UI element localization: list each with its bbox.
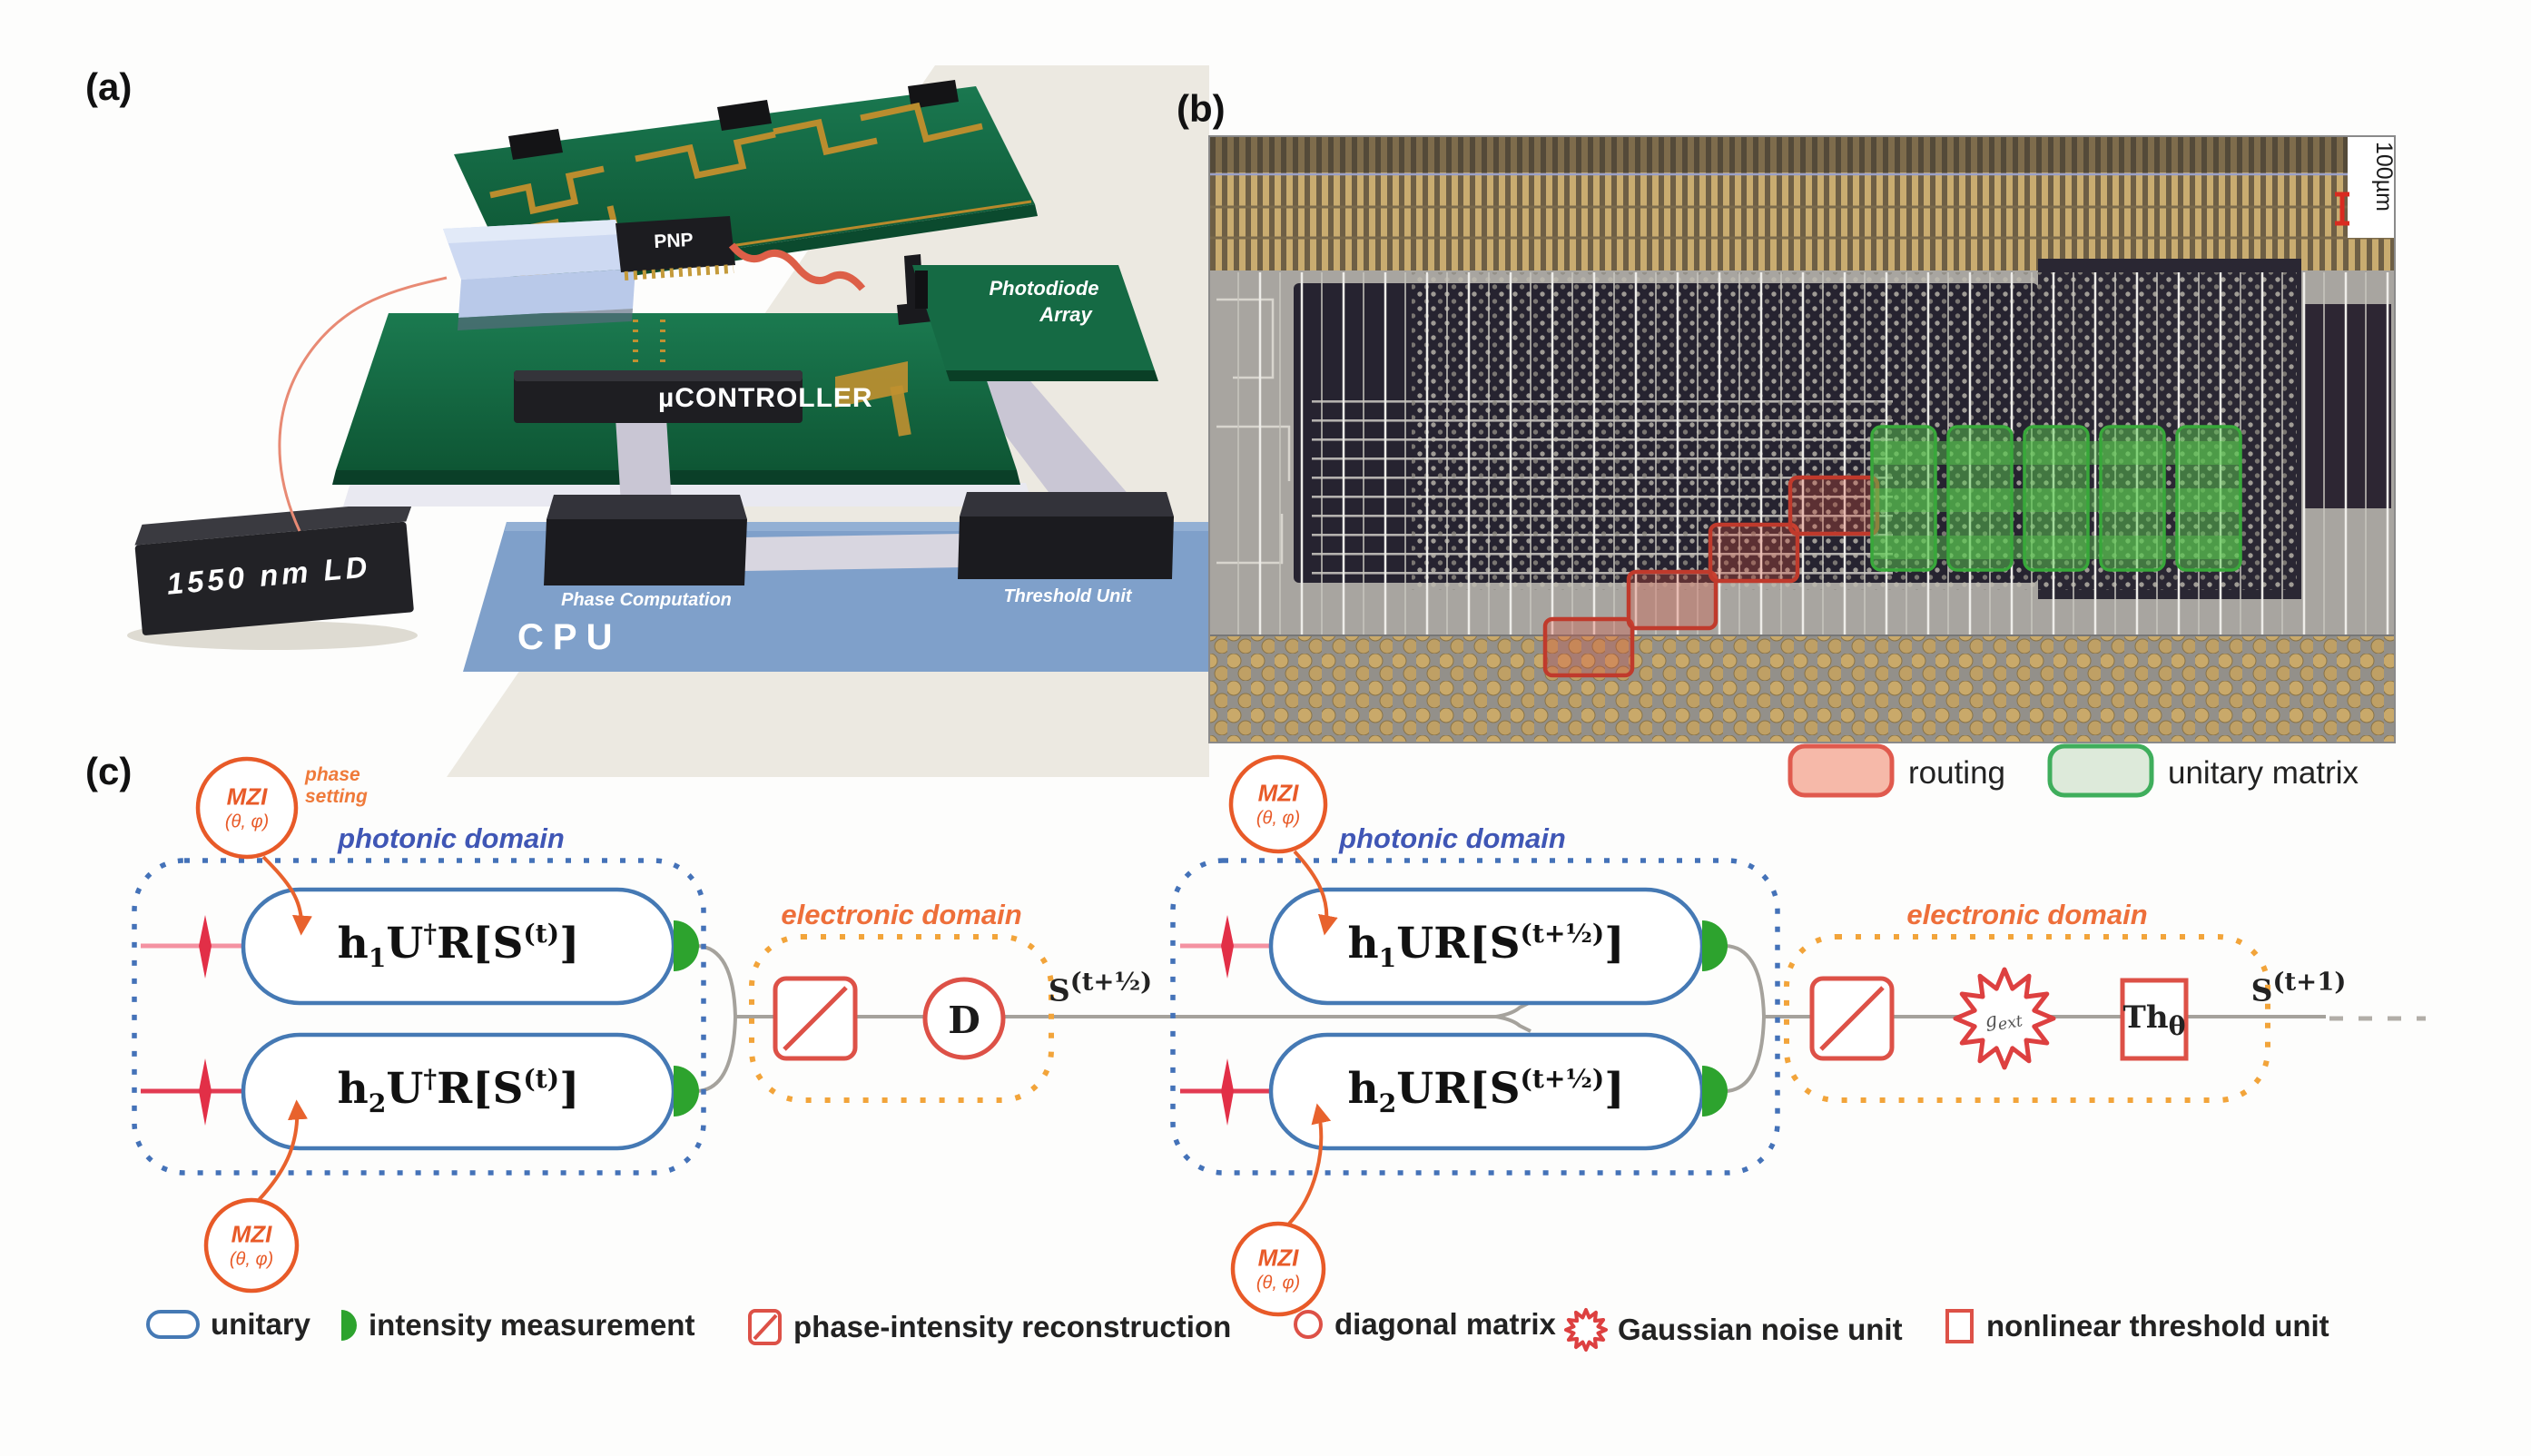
unitary-matrix-swatch: [2047, 743, 2154, 798]
pnp-label-bar: [616, 216, 735, 280]
legend-item-intensity-measurement: intensity measurement: [338, 1307, 694, 1343]
intensity-measurement-icon: [341, 1310, 357, 1341]
photonic-domain-label-1: photonic domain: [338, 822, 565, 854]
legend-item-unitary: unitary: [145, 1307, 310, 1342]
legend-item-phase-intensity-reconstruction: phase-intensity reconstruction: [746, 1307, 1231, 1347]
signal-mid-label: S(t+½): [1048, 967, 1153, 1008]
scale-bar-label: 100µm: [2371, 142, 2397, 212]
phase-setting-label-line1: phase: [305, 764, 360, 785]
panel-b-micrograph: [1208, 135, 2396, 798]
unitary-icon: [146, 1310, 200, 1339]
gaussian-noise-icon: [1564, 1308, 1608, 1352]
diagonal-matrix-unit: [922, 977, 1006, 1060]
panel-a-label: (a): [85, 65, 133, 108]
mzi-circle-2: [203, 1197, 300, 1294]
legend-unitary-matrix: unitary matrix: [2168, 755, 2359, 792]
mzi-arrows: [257, 850, 1338, 1225]
mzi-label-1a: MZI: [226, 782, 268, 811]
unitary-matrix-highlight: [1870, 425, 2242, 572]
photonic-chip: [443, 220, 635, 330]
mzi-label-2b: (θ, φ): [229, 1249, 274, 1270]
routing-swatch: [1787, 743, 1895, 798]
photonic-domain-box-2: [1170, 858, 1780, 1176]
photonic-domain-box-1: [132, 858, 706, 1176]
laser-diode-box: [134, 500, 414, 635]
photonic-domain-label-2: photonic domain: [1339, 822, 1566, 854]
bond-pads-bottom: [1209, 635, 2395, 743]
legend-routing: routing: [1908, 755, 2005, 792]
phase-computation-box: [544, 495, 747, 585]
electronic-domain-label-1: electronic domain: [781, 899, 1022, 930]
threshold-unit-box: [958, 492, 1174, 579]
mzi-label-4b: (θ, φ): [1256, 1273, 1301, 1294]
legend-label: nonlinear threshold unit: [1986, 1309, 2329, 1343]
pnp-label: PNP: [653, 229, 694, 253]
legend-item-gaussian-noise: Gaussian noise unit: [1563, 1307, 1903, 1353]
panel-c-label: (c): [85, 750, 133, 792]
threshold-unit-label: Threshold Unit: [1003, 586, 1132, 606]
legend-label: intensity measurement: [369, 1308, 695, 1342]
phase-intensity-reconstruction-icon: [748, 1309, 782, 1345]
optical-inputs: [141, 915, 1271, 1126]
legend-item-diagonal-matrix: diagonal matrix: [1291, 1307, 1556, 1342]
mzi-label-1b: (θ, φ): [224, 812, 270, 832]
panel-b-label: (b): [1177, 87, 1226, 130]
scale-bar: [2335, 192, 2349, 226]
threshold-box-label: Thθ: [2122, 999, 2186, 1041]
phase-computation-label: Phase Computation: [561, 590, 732, 610]
panel-c-schematic: [132, 754, 2426, 1317]
legend-unitary-matrix-label: unitary matrix: [2168, 755, 2359, 791]
legend-label: diagonal matrix: [1334, 1307, 1556, 1341]
unitary-block-4-label: h2UR[S(t+½)]: [1347, 1063, 1625, 1119]
panel-a-illustration: [127, 65, 1266, 777]
unitary-block-3-label: h1UR[S(t+½)]: [1347, 918, 1625, 974]
legend-routing-label: routing: [1908, 755, 2006, 791]
optical-fiber: [278, 276, 448, 532]
mzi-label-2a: MZI: [231, 1220, 272, 1248]
legend-label: unitary: [211, 1307, 311, 1341]
electronic-domain-box-2: [1784, 934, 2270, 1103]
unitary-block-2-label: h2U†R[S(t)]: [337, 1063, 580, 1119]
diagonal-matrix-icon: [1294, 1310, 1323, 1339]
unitary-block-1-label: h1U†R[S(t)]: [337, 918, 580, 974]
nonlinear-threshold-unit: [2120, 978, 2189, 1061]
legend-label: phase-intensity reconstruction: [793, 1310, 1232, 1343]
routing-highlight: [1542, 475, 1880, 678]
legend-item-nonlinear-threshold: nonlinear threshold unit: [1943, 1307, 2329, 1345]
photodiode-label-line1: Photodiode: [989, 277, 1099, 300]
phase-setting-label-line2: setting: [305, 786, 368, 807]
electronic-domain-label-2: electronic domain: [1906, 899, 2148, 930]
electronic-domain-box-1: [749, 934, 1054, 1103]
microcontroller-box: [514, 370, 803, 423]
mzi-circle-1: [195, 756, 299, 860]
nonlinear-threshold-icon: [1945, 1309, 1974, 1343]
mzi-circle-3: [1228, 754, 1328, 854]
mzi-circle-4: [1230, 1221, 1326, 1317]
gaussian-noise-unit: [1953, 967, 2056, 1070]
mzi-label-3a: MZI: [1257, 779, 1299, 807]
photodiode-board: [912, 265, 1158, 381]
legend-label: Gaussian noise unit: [1618, 1313, 1903, 1346]
phase-intensity-reconstruction-1: [773, 976, 858, 1061]
diagonal-matrix-label: D: [948, 999, 980, 1042]
signal-out-label: S(t+1): [2250, 967, 2347, 1008]
phase-intensity-reconstruction-2: [1809, 976, 1895, 1061]
controller-label: µCONTROLLER: [658, 383, 873, 413]
mzi-label-4a: MZI: [1257, 1244, 1299, 1272]
photodiode-label-line2: Array: [1039, 303, 1092, 326]
intensity-measurement-markers: [674, 920, 1728, 1117]
mzi-label-3b: (θ, φ): [1256, 808, 1301, 829]
cpu-label: CPU: [517, 617, 622, 657]
